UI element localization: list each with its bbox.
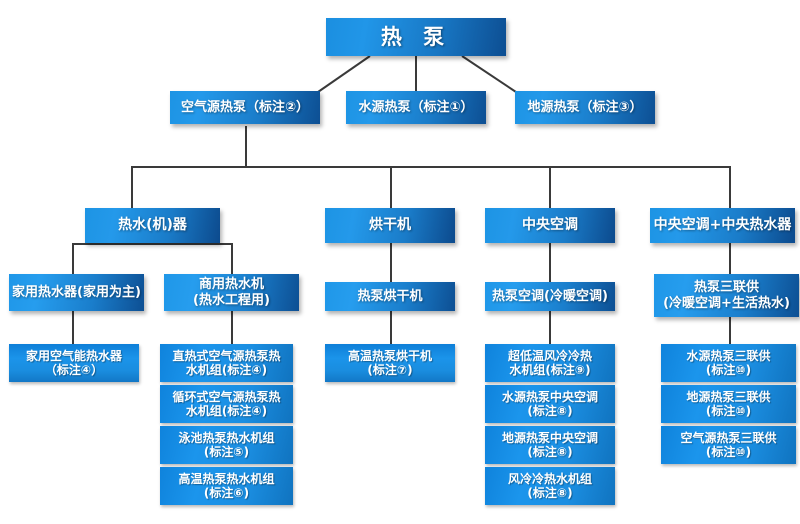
leaf-water-source-tri-supply[interactable]: 水源热泵三联供 (标注⑩) bbox=[661, 344, 796, 382]
leaf-direct-heating-air-source-unit[interactable]: 直热式空气源热泵热 水机组(标注④) bbox=[160, 344, 293, 382]
node-dryer[interactable]: 烘干机 bbox=[325, 208, 455, 243]
leaf-ground-source-tri-supply[interactable]: 地源热泵三联供 (标注⑩) bbox=[661, 385, 796, 423]
connector-hotwater-split bbox=[72, 243, 233, 245]
node-root-heat-pump[interactable]: 热 泵 bbox=[326, 18, 506, 56]
connector-trisupply-to-leaf bbox=[729, 317, 731, 344]
leaf-circulating-air-source-unit[interactable]: 循环式空气源热泵热 水机组(标注④) bbox=[160, 385, 293, 423]
connector-hotwater-to-home bbox=[72, 243, 74, 274]
connector-hotwater-to-commercial bbox=[231, 243, 233, 274]
leaf-ground-source-central-ac[interactable]: 地源热泵中央空调 (标注⑧) bbox=[485, 426, 615, 464]
connector-combo-to-trisupply bbox=[729, 243, 731, 274]
node-household-water-heater[interactable]: 家用热水器(家用为主) bbox=[9, 274, 144, 311]
connector-heatpumpdryer-to-leaf bbox=[390, 311, 392, 344]
connector-air-source-down bbox=[245, 126, 247, 167]
connector-bus-to-hotwater bbox=[131, 166, 133, 208]
leaf-high-temp-heat-pump-dryer[interactable]: 高温热泵烘干机 (标注⑦) bbox=[325, 344, 455, 382]
node-water-source-heat-pump[interactable]: 水源热泵（标注①） bbox=[346, 91, 486, 124]
node-ground-source-heat-pump[interactable]: 地源热泵（标注③） bbox=[515, 91, 655, 124]
leaf-household-air-energy-water-heater[interactable]: 家用空气能热水器 （标注④） bbox=[9, 344, 139, 382]
node-heat-pump-air-conditioner[interactable]: 热泵空调(冷暖空调) bbox=[485, 282, 615, 311]
leaf-pool-heat-pump-unit[interactable]: 泳池热泵热水机组 (标注⑤) bbox=[160, 426, 293, 464]
node-central-air-conditioning[interactable]: 中央空调 bbox=[485, 208, 615, 243]
connector-root-to-level2 bbox=[317, 55, 517, 93]
leaf-air-source-tri-supply[interactable]: 空气源热泵三联供 (标注⑩) bbox=[661, 426, 796, 464]
connector-heatpumpac-to-leaf bbox=[549, 311, 551, 344]
connector-bus-to-centralac bbox=[549, 166, 551, 208]
node-central-ac-plus-water-heater[interactable]: 中央空调+中央热水器 bbox=[650, 208, 795, 243]
leaf-high-temp-heat-pump-unit[interactable]: 高温热泵热水机组 (标注⑥) bbox=[160, 467, 293, 505]
node-commercial-water-heater[interactable]: 商用热水机 (热水工程用) bbox=[164, 274, 299, 311]
leaf-air-cooled-chiller-heater-unit[interactable]: 风冷冷热水机组 (标注⑧) bbox=[485, 467, 615, 505]
leaf-water-source-central-ac[interactable]: 水源热泵中央空调 (标注⑧) bbox=[485, 385, 615, 423]
connector-bus-to-combo bbox=[729, 166, 731, 208]
connector-centralac-to-heatpumpac bbox=[549, 243, 551, 282]
node-air-source-heat-pump[interactable]: 空气源热泵（标注②） bbox=[170, 91, 320, 124]
leaf-ultra-low-temp-air-cooled-unit[interactable]: 超低温风冷冷热 水机组(标注⑨) bbox=[485, 344, 615, 382]
connector-dryer-to-heatpumpdryer bbox=[390, 243, 392, 282]
connector-commercial-to-leaf bbox=[231, 311, 233, 344]
connector-bus-to-dryer bbox=[390, 166, 392, 208]
connector-level3-bus bbox=[131, 166, 731, 168]
node-hot-water-machine[interactable]: 热水(机)器 bbox=[85, 208, 220, 243]
connector-home-to-leaf bbox=[72, 311, 74, 344]
node-heat-pump-tri-supply[interactable]: 热泵三联供 (冷暖空调+生活热水) bbox=[654, 274, 799, 317]
node-heat-pump-dryer[interactable]: 热泵烘干机 bbox=[325, 282, 455, 311]
